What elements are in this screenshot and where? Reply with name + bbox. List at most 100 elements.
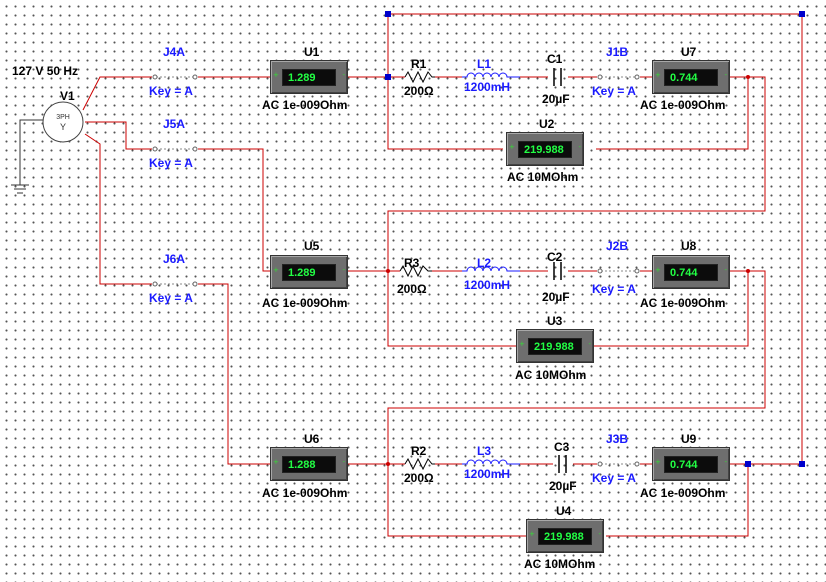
inductor-l2-symbol — [462, 266, 520, 272]
meter-plus-pin: + — [655, 71, 661, 79]
meter-u3-display: 219.988 — [528, 338, 582, 355]
wire — [387, 271, 516, 347]
meter-u8[interactable]: + 0.744 - — [652, 255, 730, 289]
resistor-r3-value: 200Ω — [397, 282, 427, 296]
meter-minus-pin: - — [342, 458, 345, 466]
switch-j6a — [152, 281, 198, 287]
switch-j4a — [152, 74, 198, 80]
junction-node[interactable] — [385, 74, 391, 80]
switch-j2b-label: J2B — [606, 239, 629, 253]
switch-j3b-key[interactable]: Key = A — [592, 471, 636, 485]
junction-node[interactable] — [799, 11, 805, 17]
meter-plus-pin: + — [519, 340, 525, 348]
resistor-r2-symbol — [404, 457, 435, 471]
meter-u3[interactable]: + 219.988 - — [516, 329, 594, 363]
junction-dot — [386, 269, 390, 273]
meter-u6-mode: AC 1e-009Ohm — [262, 486, 348, 500]
switch-j5a — [152, 146, 198, 152]
meter-u1[interactable]: + 1.289 - — [270, 60, 348, 94]
meter-minus-pin: - — [598, 530, 601, 538]
switch-j1b — [597, 74, 640, 80]
switch-j5a-key[interactable]: Key = A — [149, 156, 193, 170]
capacitor-c3-name: C3 — [554, 440, 570, 454]
source-spec-label: 127 V 50 Hz — [12, 64, 79, 78]
meter-u4-display: 219.988 — [538, 528, 592, 545]
meter-u2-name: U2 — [539, 117, 555, 131]
resistor-r1-value: 200Ω — [404, 84, 434, 98]
switch-j4a-label: J4A — [163, 45, 186, 59]
capacitor-c3-value: 20µF — [549, 479, 577, 493]
resistor-r3-name: R3 — [404, 256, 420, 270]
junction-node[interactable] — [745, 461, 751, 467]
capacitor-c2-symbol — [553, 262, 562, 280]
meter-u5-name: U5 — [304, 239, 320, 253]
source-wye-text: Y — [60, 122, 66, 132]
wire — [593, 270, 749, 347]
inductor-l3-name: L3 — [477, 444, 492, 458]
resistor-r1-name: R1 — [411, 57, 427, 71]
capacitor-c2-value: 20µF — [542, 290, 570, 304]
switch-j5a-label: J5A — [163, 117, 186, 131]
meter-minus-pin: - — [724, 266, 727, 274]
meter-u2[interactable]: + 219.988 - — [506, 132, 584, 166]
switch-j6a-key[interactable]: Key = A — [149, 291, 193, 305]
junction-node[interactable] — [799, 461, 805, 467]
junction-dot — [746, 269, 750, 273]
meter-plus-pin: + — [509, 143, 515, 151]
meter-plus-pin: + — [273, 266, 279, 274]
meter-u7-name: U7 — [681, 45, 697, 59]
wire — [84, 133, 152, 285]
inductor-l3-value: 1200mH — [464, 467, 511, 481]
switch-j2b-key[interactable]: Key = A — [592, 282, 636, 296]
wire — [387, 13, 803, 464]
wire — [596, 76, 749, 150]
switch-j6a-label: J6A — [163, 252, 186, 266]
resistor-r1-symbol — [404, 70, 435, 84]
meter-u4[interactable]: + 219.988 - — [526, 519, 604, 553]
meter-u6-display: 1.288 — [282, 456, 336, 473]
ground-symbol — [11, 119, 43, 194]
meter-u9-display: 0.744 — [664, 456, 718, 473]
junction-dot — [746, 75, 750, 79]
wire — [387, 77, 503, 150]
meter-u9-name: U9 — [681, 432, 697, 446]
meter-u8-mode: AC 1e-009Ohm — [640, 296, 726, 310]
resistor-r2-value: 200Ω — [404, 471, 434, 485]
capacitor-c1-symbol — [553, 68, 562, 86]
wire — [82, 76, 152, 111]
meter-u6[interactable]: + 1.288 - — [270, 447, 348, 481]
switch-j2b — [597, 268, 640, 274]
meter-u3-name: U3 — [547, 314, 563, 328]
meter-u9-mode: AC 1e-009Ohm — [640, 486, 726, 500]
switch-j3b-label: J3B — [606, 432, 629, 446]
meter-minus-pin: - — [342, 266, 345, 274]
inductor-l1-name: L1 — [477, 57, 492, 71]
wire — [85, 121, 152, 150]
meter-u7-mode: AC 1e-009Ohm — [640, 98, 726, 112]
meter-u9[interactable]: + 0.744 - — [652, 447, 730, 481]
meter-u4-mode: AC 10MOhm — [524, 557, 596, 571]
capacitor-c1-value: 20µF — [542, 92, 570, 106]
capacitor-c1-name: C1 — [547, 52, 563, 66]
meter-u7[interactable]: + 0.744 - — [652, 60, 730, 94]
meter-u2-display: 219.988 — [518, 141, 572, 158]
junction-node[interactable] — [385, 11, 391, 17]
meter-u5[interactable]: + 1.289 - — [270, 255, 348, 289]
meter-minus-pin: - — [578, 143, 581, 151]
meter-u1-mode: AC 1e-009Ohm — [262, 98, 348, 112]
meter-u8-name: U8 — [681, 239, 697, 253]
resistor-r2-name: R2 — [411, 444, 427, 458]
source-name-label: V1 — [60, 89, 75, 103]
inductor-l2-name: L2 — [477, 256, 492, 270]
meter-u4-name: U4 — [556, 504, 572, 518]
wire — [387, 76, 766, 271]
capacitor-c2-name: C2 — [547, 250, 563, 264]
wire — [387, 464, 526, 537]
meter-minus-pin: - — [588, 340, 591, 348]
switch-j1b-key[interactable]: Key = A — [592, 84, 636, 98]
capacitor-c3-symbol — [558, 455, 567, 473]
inductor-l1-symbol — [462, 72, 520, 78]
meter-u5-display: 1.289 — [282, 264, 336, 281]
meter-u2-mode: AC 10MOhm — [507, 170, 579, 184]
switch-j4a-key[interactable]: Key = A — [149, 84, 193, 98]
